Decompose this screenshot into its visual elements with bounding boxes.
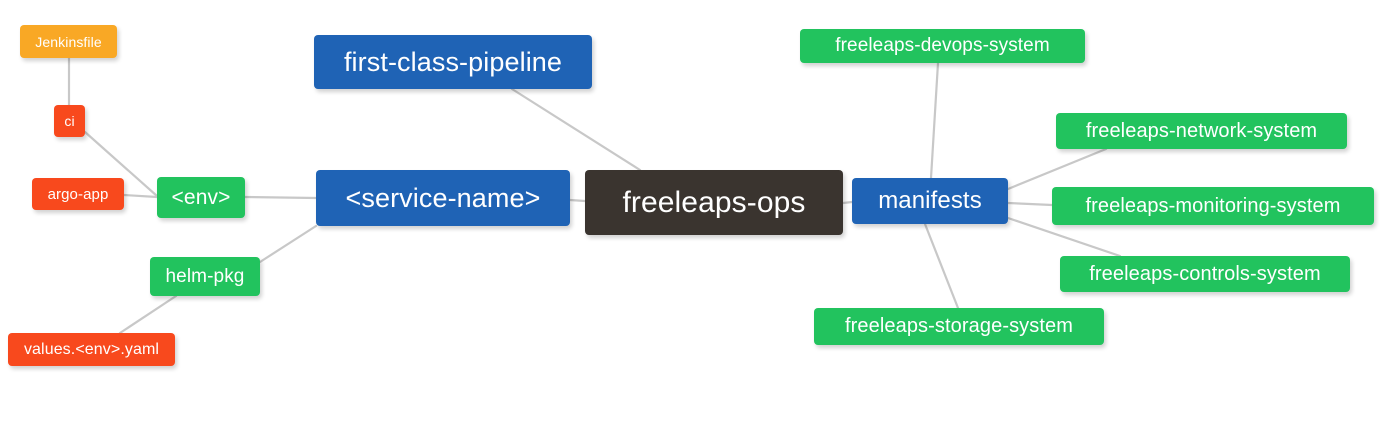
node-root[interactable]: freeleaps-ops bbox=[585, 170, 843, 235]
node-monitoring[interactable]: freeleaps-monitoring-system bbox=[1052, 187, 1374, 225]
node-ci[interactable]: ci bbox=[54, 105, 85, 137]
node-env[interactable]: <env> bbox=[157, 177, 245, 218]
node-storage[interactable]: freeleaps-storage-system bbox=[814, 308, 1104, 345]
edge-argoapp-to-env bbox=[122, 193, 159, 199]
node-pipeline[interactable]: first-class-pipeline bbox=[314, 35, 592, 89]
edge-servicename-to-root bbox=[568, 198, 587, 203]
node-jenkinsfile[interactable]: Jenkinsfile bbox=[20, 25, 117, 58]
node-controls[interactable]: freeleaps-controls-system bbox=[1060, 256, 1350, 292]
edge-root-to-manifests bbox=[841, 200, 854, 205]
node-helmpkg[interactable]: helm-pkg bbox=[150, 257, 260, 296]
node-servicename[interactable]: <service-name> bbox=[316, 170, 570, 226]
edge-helmpkg-to-valuesyaml bbox=[118, 294, 178, 335]
edge-pipeline-to-root bbox=[510, 87, 642, 172]
edge-env-to-servicename bbox=[243, 195, 318, 200]
node-devops[interactable]: freeleaps-devops-system bbox=[800, 29, 1085, 63]
node-valuesyaml[interactable]: values.<env>.yaml bbox=[8, 333, 175, 366]
edge-manifests-to-storage bbox=[923, 222, 960, 310]
node-manifests[interactable]: manifests bbox=[852, 178, 1008, 224]
edge-servicename-to-helmpkg bbox=[258, 224, 318, 264]
node-argoapp[interactable]: argo-app bbox=[32, 178, 124, 210]
node-network[interactable]: freeleaps-network-system bbox=[1056, 113, 1347, 149]
edge-manifests-to-monitoring bbox=[1006, 201, 1054, 207]
edge-manifests-to-network bbox=[1006, 147, 1108, 191]
edge-manifests-to-devops bbox=[929, 61, 940, 180]
